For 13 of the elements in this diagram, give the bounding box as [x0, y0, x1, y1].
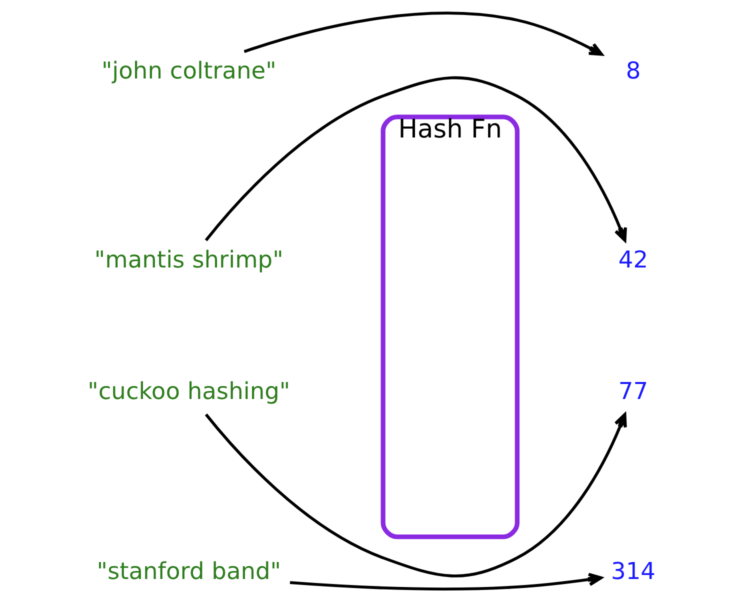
- node-text: "stanford band": [96, 558, 281, 585]
- node-text: 77: [618, 378, 648, 406]
- arrow: [204, 76, 626, 242]
- node-text: 42: [618, 246, 648, 274]
- node-text: 8: [625, 57, 640, 84]
- node-text: "mantis shrimp": [94, 246, 283, 274]
- arrow: [289, 572, 602, 590]
- node-text: "cuckoo hashing": [87, 378, 290, 406]
- arrow: [204, 412, 626, 578]
- node-box: Hash Fn: [380, 114, 520, 540]
- arrow: [243, 12, 603, 56]
- node-text: 314: [610, 558, 656, 585]
- node-text: "john coltrane": [100, 57, 276, 84]
